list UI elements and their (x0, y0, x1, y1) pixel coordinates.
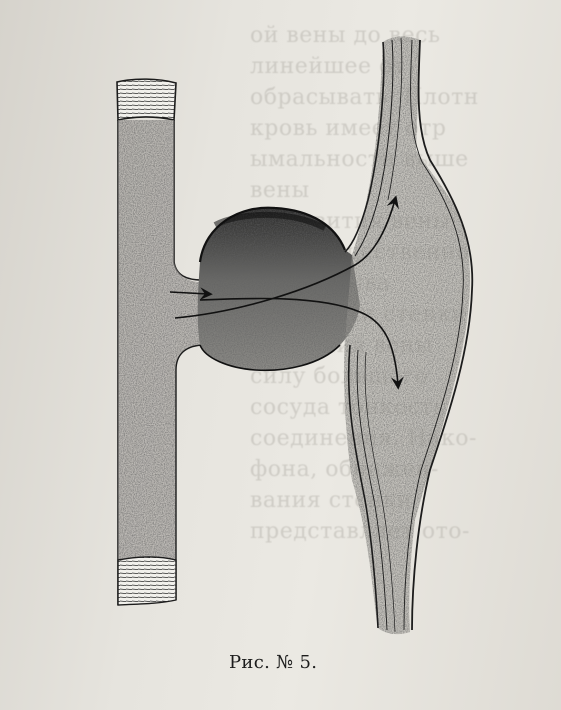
left-vessel (117, 79, 205, 605)
figure-caption: Рис. № 5. (229, 652, 317, 673)
right-vessel (344, 36, 472, 634)
aneurysm-sac (198, 208, 360, 371)
